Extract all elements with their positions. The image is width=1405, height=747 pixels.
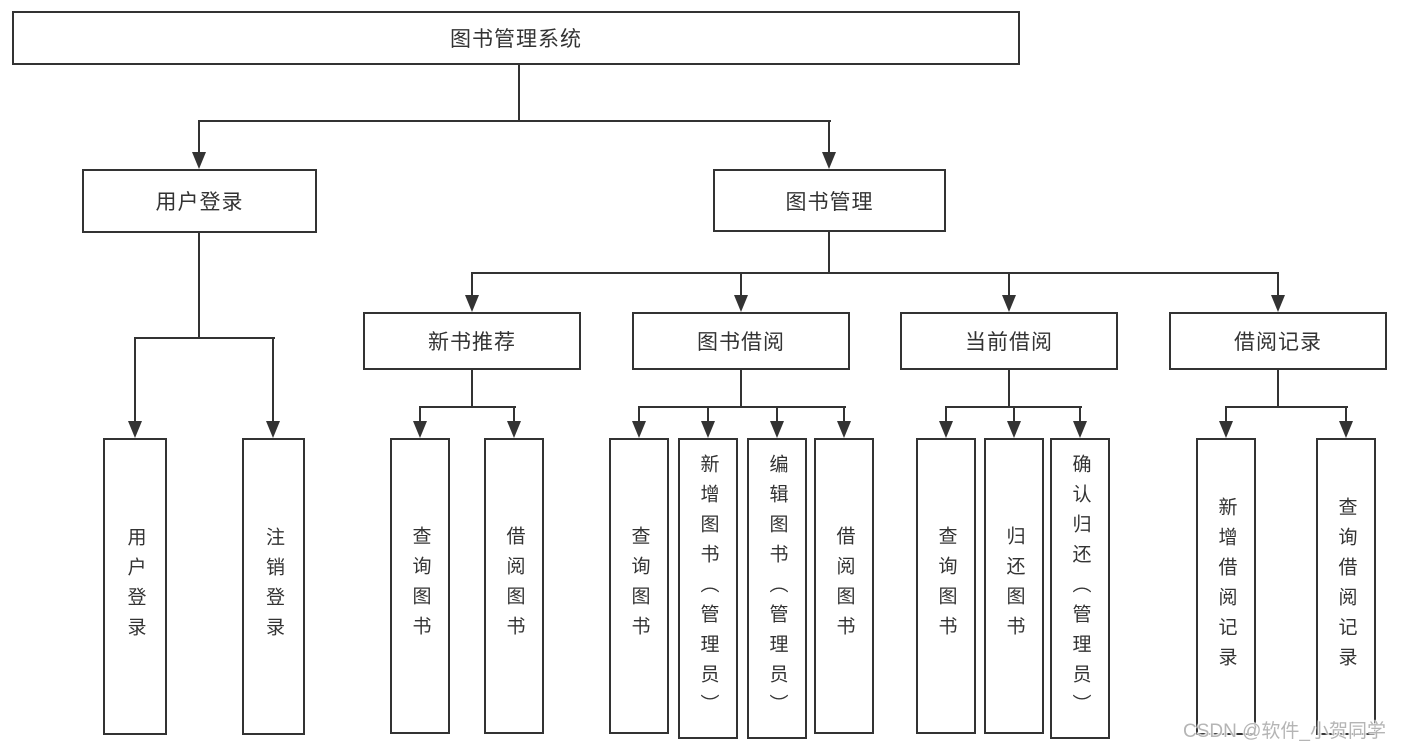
connector-horizontal bbox=[1225, 406, 1348, 408]
leaf-cb-confirm-return-label: 确认归还（管理员） bbox=[1069, 453, 1091, 724]
leaf-bb-query-books: 查询图书 bbox=[609, 438, 669, 734]
connector-horizontal bbox=[945, 406, 1082, 408]
leaf-bb-add-books-label: 新增图书（管理员） bbox=[697, 453, 719, 724]
arrow-down-icon bbox=[734, 295, 748, 312]
connector-vertical bbox=[776, 408, 778, 423]
connector-horizontal bbox=[134, 337, 275, 339]
connector-vertical bbox=[828, 232, 830, 274]
arrow-down-icon bbox=[192, 152, 206, 169]
leaf-logout: 注销登录 bbox=[242, 438, 305, 735]
connector-vertical bbox=[134, 339, 136, 423]
node-root-label: 图书管理系统 bbox=[450, 28, 582, 51]
arrow-down-icon bbox=[822, 152, 836, 169]
node-book-management: 图书管理 bbox=[713, 169, 946, 232]
arrow-down-icon bbox=[465, 295, 479, 312]
connector-horizontal bbox=[198, 120, 831, 122]
arrow-down-icon bbox=[770, 421, 784, 438]
node-book-borrow: 图书借阅 bbox=[632, 312, 850, 370]
connector-vertical bbox=[198, 122, 200, 154]
leaf-cb-return-books-label: 归还图书 bbox=[1003, 526, 1025, 646]
leaf-bb-add-books: 新增图书（管理员） bbox=[678, 438, 738, 739]
arrow-down-icon bbox=[128, 421, 142, 438]
connector-vertical bbox=[1277, 370, 1279, 408]
connector-vertical bbox=[843, 408, 845, 423]
leaf-bb-borrow-books-label: 借阅图书 bbox=[833, 526, 855, 646]
leaf-cb-confirm-return: 确认归还（管理员） bbox=[1050, 438, 1110, 739]
connector-vertical bbox=[471, 274, 473, 297]
connector-vertical bbox=[518, 65, 520, 122]
leaf-bb-borrow-books: 借阅图书 bbox=[814, 438, 874, 734]
arrow-down-icon bbox=[1007, 421, 1021, 438]
leaf-user-login-label: 用户登录 bbox=[124, 526, 146, 647]
leaf-bb-edit-books: 编辑图书（管理员） bbox=[747, 438, 807, 739]
leaf-nbr-borrow-books: 借阅图书 bbox=[484, 438, 544, 734]
connector-vertical bbox=[1277, 274, 1279, 297]
leaf-br-add-record-label: 新增借阅记录 bbox=[1215, 496, 1237, 677]
connector-vertical bbox=[638, 408, 640, 423]
leaf-br-add-record: 新增借阅记录 bbox=[1196, 438, 1256, 735]
connector-vertical bbox=[1008, 274, 1010, 297]
connector-vertical bbox=[513, 408, 515, 423]
node-new-book-recommend: 新书推荐 bbox=[363, 312, 581, 370]
leaf-bb-query-books-label: 查询图书 bbox=[628, 526, 650, 646]
leaf-br-query-record: 查询借阅记录 bbox=[1316, 438, 1376, 735]
arrow-down-icon bbox=[413, 421, 427, 438]
node-user-login-label: 用户登录 bbox=[155, 191, 244, 214]
leaf-cb-return-books: 归还图书 bbox=[984, 438, 1044, 734]
connector-vertical bbox=[740, 370, 742, 408]
connector-vertical bbox=[272, 339, 274, 423]
leaf-nbr-borrow-books-label: 借阅图书 bbox=[503, 526, 525, 646]
connector-vertical bbox=[1013, 408, 1015, 423]
arrow-down-icon bbox=[266, 421, 280, 438]
connector-horizontal bbox=[471, 272, 1279, 274]
arrow-down-icon bbox=[1219, 421, 1233, 438]
node-user-login: 用户登录 bbox=[82, 169, 317, 233]
arrow-down-icon bbox=[1073, 421, 1087, 438]
node-root: 图书管理系统 bbox=[12, 11, 1020, 65]
node-borrow-records: 借阅记录 bbox=[1169, 312, 1387, 370]
node-new-book-recommend-label: 新书推荐 bbox=[428, 331, 516, 354]
leaf-nbr-query-books: 查询图书 bbox=[390, 438, 450, 734]
leaf-user-login: 用户登录 bbox=[103, 438, 167, 735]
arrow-down-icon bbox=[1339, 421, 1353, 438]
connector-vertical bbox=[707, 408, 709, 423]
arrow-down-icon bbox=[837, 421, 851, 438]
arrow-down-icon bbox=[632, 421, 646, 438]
connector-vertical bbox=[1225, 408, 1227, 423]
leaf-logout-label: 注销登录 bbox=[263, 526, 284, 647]
connector-vertical bbox=[471, 370, 473, 408]
connector-vertical bbox=[828, 122, 830, 154]
node-book-management-label: 图书管理 bbox=[785, 190, 874, 214]
connector-vertical bbox=[419, 408, 421, 423]
connector-vertical bbox=[945, 408, 947, 423]
connector-vertical bbox=[1345, 408, 1347, 423]
connector-horizontal bbox=[638, 406, 846, 408]
node-borrow-records-label: 借阅记录 bbox=[1234, 331, 1322, 354]
leaf-bb-edit-books-label: 编辑图书（管理员） bbox=[766, 453, 788, 724]
connector-vertical bbox=[1008, 370, 1010, 408]
arrow-down-icon bbox=[507, 421, 521, 438]
leaf-cb-query-books-label: 查询图书 bbox=[935, 526, 957, 646]
connector-horizontal bbox=[419, 406, 516, 408]
arrow-down-icon bbox=[1271, 295, 1285, 312]
connector-vertical bbox=[198, 233, 200, 339]
node-current-borrow: 当前借阅 bbox=[900, 312, 1118, 370]
arrow-down-icon bbox=[939, 421, 953, 438]
node-current-borrow-label: 当前借阅 bbox=[965, 331, 1053, 354]
leaf-nbr-query-books-label: 查询图书 bbox=[409, 526, 431, 646]
leaf-br-query-record-label: 查询借阅记录 bbox=[1335, 496, 1357, 677]
arrow-down-icon bbox=[701, 421, 715, 438]
csdn-watermark: CSDN @软件_小贺同学 bbox=[1183, 721, 1386, 742]
connector-vertical bbox=[740, 274, 742, 297]
arrow-down-icon bbox=[1002, 295, 1016, 312]
node-book-borrow-label: 图书借阅 bbox=[697, 331, 785, 354]
connector-vertical bbox=[1079, 408, 1081, 423]
leaf-cb-query-books: 查询图书 bbox=[916, 438, 976, 734]
